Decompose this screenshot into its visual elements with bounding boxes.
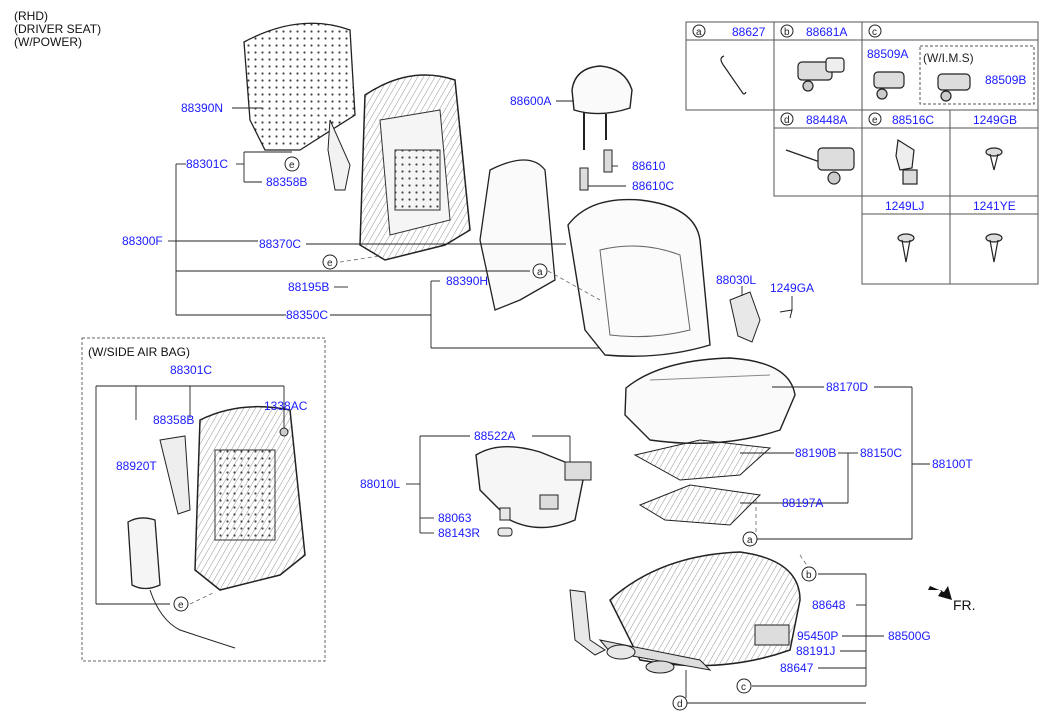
- cushion-cover-88170D: [624, 357, 796, 445]
- callout-88301C: 88301C: [186, 157, 228, 171]
- callout-88920T: 88920T: [116, 459, 157, 473]
- legend-part-number: 1249LJ: [885, 199, 924, 213]
- callout-1249GA: 1249GA: [770, 281, 814, 295]
- callout-88197A: 88197A: [782, 496, 823, 510]
- callout-88358B: 88358B: [266, 175, 307, 189]
- heater-pad-88190B: [633, 439, 772, 481]
- circle-markers: e e a a b c d e: [173, 156, 817, 711]
- callout-88010L: 88010L: [360, 477, 400, 491]
- callout-88647: 88647: [780, 661, 814, 675]
- side-airbag-note: (W/SIDE AIR BAG): [88, 345, 190, 359]
- back-panel-88390N: [243, 22, 356, 191]
- marker-e: e: [327, 258, 333, 269]
- back-pad-88390H: [479, 159, 556, 311]
- motor-d-icon: [785, 147, 855, 185]
- callout-95450P: 95450P: [797, 629, 838, 643]
- legend-part-drawings: [720, 55, 1003, 263]
- callout-1338AC: 1338AC: [264, 399, 308, 413]
- callout-88358B-sab: 88358B: [153, 413, 194, 427]
- callout-88500G: 88500G: [888, 629, 931, 643]
- legend-part-number: 1249GB: [973, 113, 1017, 127]
- callout-88370C: 88370C: [259, 237, 301, 251]
- bracket-88030L: [729, 291, 793, 343]
- side-airbag-box: (W/SIDE AIR BAG): [81, 337, 326, 662]
- leader-lines: [95, 100, 930, 704]
- marker-d: d: [677, 699, 683, 710]
- header-notes: (RHD) (DRIVER SEAT) (W/POWER): [14, 10, 101, 49]
- heater-pad-88197A: [638, 484, 762, 526]
- screw-1249LJ-icon: [897, 233, 915, 263]
- legend-cell-e: e 88516C: [868, 112, 934, 127]
- legend-letter: e: [872, 115, 878, 126]
- legend-part-number: 88516C: [892, 113, 934, 127]
- legend-part-number: 88509A: [867, 47, 908, 61]
- callout-88390H: 88390H: [446, 274, 488, 288]
- callout-88301C-sab: 88301C: [170, 363, 212, 377]
- legend-part-number: 88681A: [806, 25, 847, 39]
- side-shield-88010L: [475, 445, 592, 537]
- callout-88195B: 88195B: [288, 280, 329, 294]
- callout-88143R: 88143R: [438, 526, 480, 540]
- front-label: FR.: [953, 597, 976, 613]
- callout-88390N: 88390N: [181, 101, 223, 115]
- motor-c-ims-icon: [937, 73, 971, 102]
- callout-88300F: 88300F: [122, 234, 163, 248]
- part-callouts: 88390N 88301C 88358B 88300F 88370C 88195…: [116, 94, 973, 675]
- callout-88100T: 88100T: [932, 457, 973, 471]
- motor-b-icon: [797, 57, 845, 92]
- back-cover-88350C: [567, 198, 711, 357]
- screw-1241YE-icon: [985, 233, 1003, 263]
- legend-part-number: 1241YE: [973, 199, 1016, 213]
- marker-e: e: [178, 600, 184, 611]
- legend-labels: a 88627 b 88681A c 88509A (W/I.M.S) 8850…: [692, 24, 1026, 213]
- legend-cell-c: c 88509A (W/I.M.S) 88509B: [867, 24, 1026, 87]
- legend-cell-d: d 88448A: [780, 112, 847, 127]
- callout-88648: 88648: [812, 598, 846, 612]
- ims-note: (W/I.M.S): [923, 51, 974, 65]
- legend-letter: b: [784, 27, 790, 38]
- marker-b: b: [806, 570, 812, 581]
- callout-88610C: 88610C: [632, 179, 674, 193]
- callout-88191J: 88191J: [796, 644, 835, 658]
- callout-88170D: 88170D: [826, 380, 868, 394]
- note-rhd: (RHD): [14, 9, 48, 23]
- marker-a: a: [537, 267, 543, 278]
- callout-88350C: 88350C: [286, 308, 328, 322]
- legend-table: [685, 21, 1039, 285]
- legend-cell-b: b 88681A: [780, 24, 847, 39]
- legend-part-number: 88509B: [985, 73, 1026, 87]
- front-direction-indicator: FR.: [928, 586, 976, 613]
- headrest-88600A: [571, 65, 633, 191]
- front-arrow-icon: [928, 586, 952, 600]
- legend-part-number: 88627: [732, 25, 766, 39]
- callout-88610: 88610: [632, 159, 666, 173]
- legend-letter: a: [696, 27, 702, 38]
- note-power: (W/POWER): [14, 35, 82, 49]
- callout-88600A: 88600A: [510, 94, 551, 108]
- legend-part-number: 88448A: [806, 113, 847, 127]
- callout-88522A: 88522A: [474, 429, 515, 443]
- callout-88150C: 88150C: [860, 446, 902, 460]
- clip-wire-icon: [720, 55, 747, 95]
- legend-letter: d: [784, 115, 790, 126]
- clip-e-icon: [895, 138, 918, 185]
- screw-1249GB-icon: [985, 147, 1003, 171]
- marker-a: a: [747, 535, 753, 546]
- callout-88030L: 88030L: [716, 273, 756, 287]
- motor-c-icon: [873, 71, 905, 100]
- note-driver-seat: (DRIVER SEAT): [14, 22, 102, 36]
- legend-cell-a: a 88627: [692, 24, 766, 39]
- callout-88063: 88063: [438, 511, 472, 525]
- back-frame-88370C: [359, 74, 471, 261]
- marker-c: c: [741, 682, 746, 693]
- marker-e: e: [289, 160, 295, 171]
- callout-88190B: 88190B: [795, 446, 836, 460]
- legend-letter: c: [872, 27, 877, 38]
- seat-track-88500G: [569, 551, 801, 674]
